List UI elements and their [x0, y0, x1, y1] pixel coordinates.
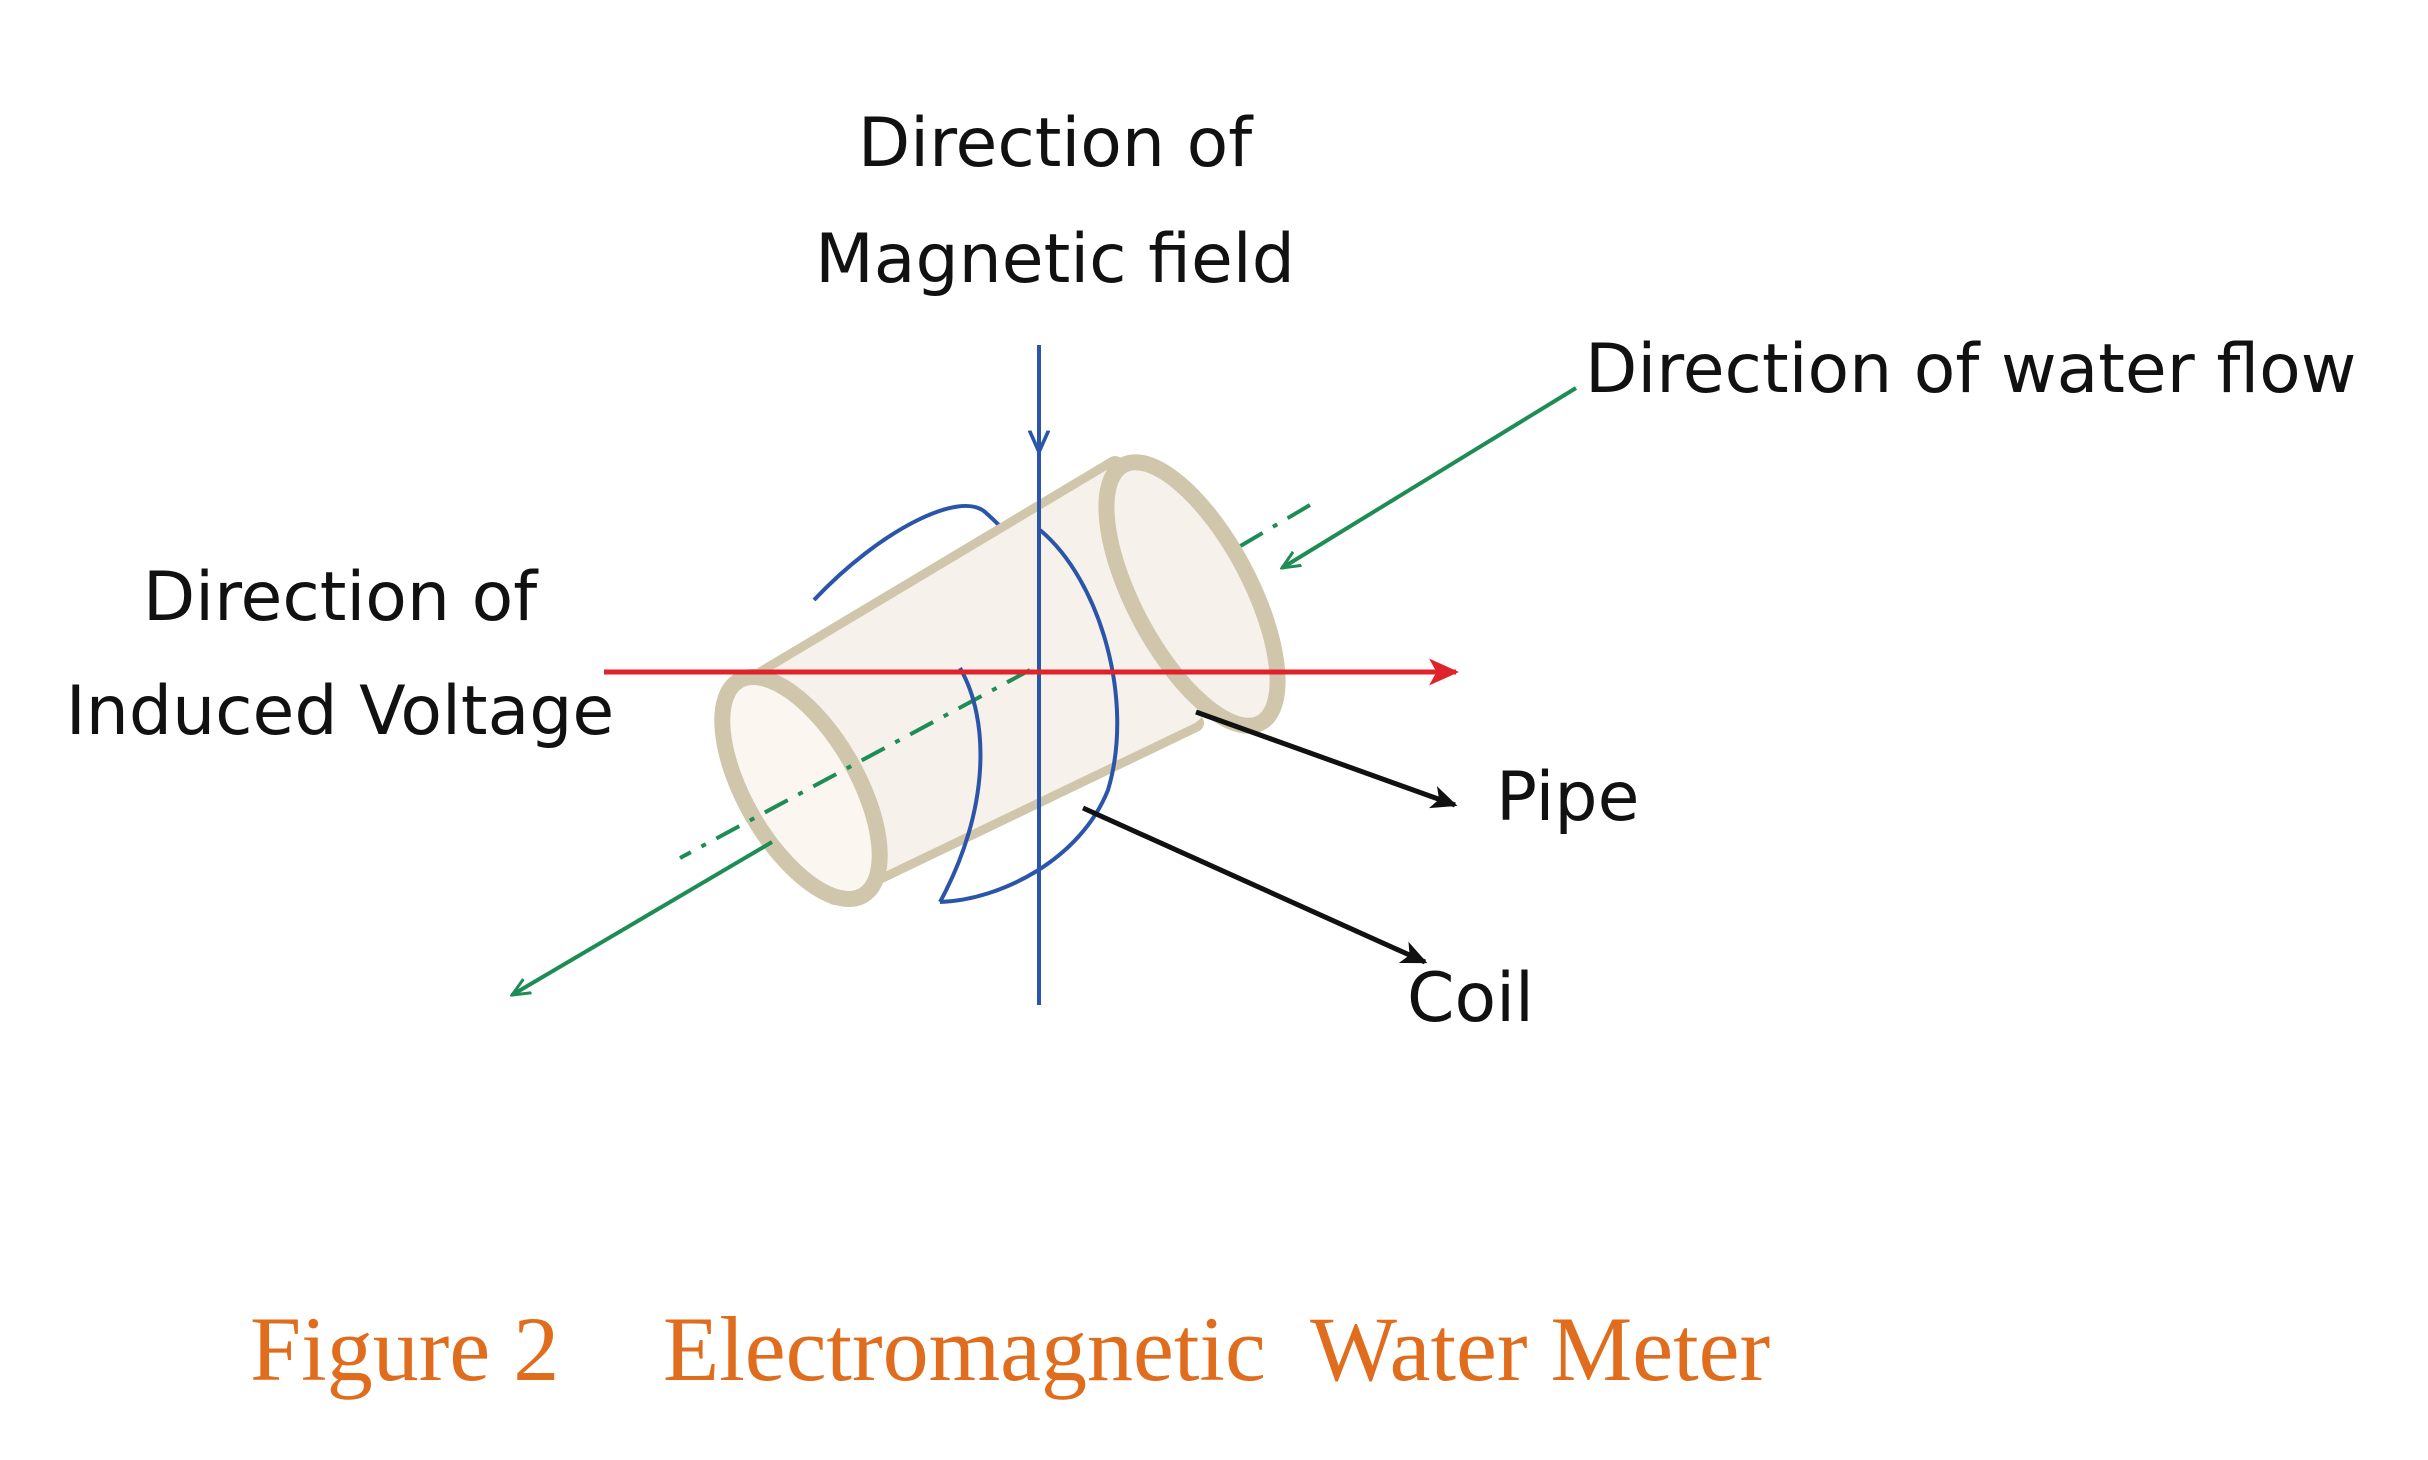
- figure-number: Figure 2: [250, 1298, 559, 1400]
- magnetic-field-label-line1: Direction of: [858, 104, 1254, 183]
- figure-title: Electromagnetic Water Meter: [663, 1298, 1770, 1400]
- coil-front-half: [939, 528, 1120, 904]
- water-flow-arrow-out: [512, 840, 774, 995]
- pipe-near-end: [714, 669, 888, 907]
- pipe-far-end: [1098, 454, 1286, 734]
- coil-near-side: [938, 667, 983, 903]
- pipe-pointer-arrow: [1195, 709, 1458, 809]
- induced-voltage-label-line1: Direction of: [143, 558, 539, 637]
- pipe: [714, 454, 1286, 907]
- coil-label: Coil: [1407, 959, 1534, 1038]
- water-flow-arrow-in: [1282, 386, 1578, 568]
- pipe-label: Pipe: [1496, 758, 1639, 837]
- coil-pointer-arrow: [1081, 805, 1428, 965]
- magnetic-field-label-line2: Magnetic field: [815, 220, 1295, 299]
- water-flow-axis-front: [679, 668, 1031, 860]
- water-flow-label: Direction of water flow: [1585, 330, 2356, 409]
- induced-voltage-label-line2: Induced Voltage: [66, 672, 614, 751]
